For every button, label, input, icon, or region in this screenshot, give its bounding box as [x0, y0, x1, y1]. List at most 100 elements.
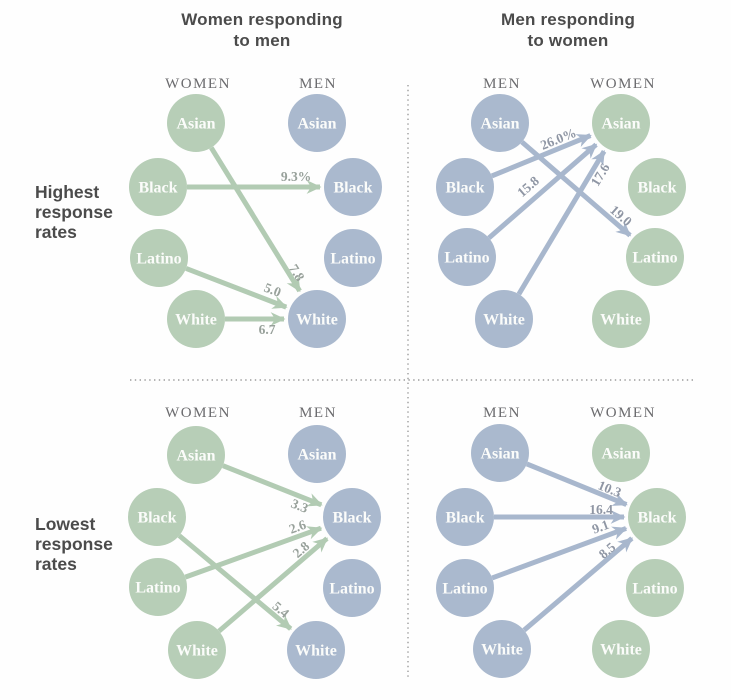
- node-label: Latino: [330, 251, 375, 268]
- node-men-to-women-lowest-w-asian: [592, 424, 650, 482]
- arrow-value-label: 5.0: [262, 280, 283, 300]
- node-label: Asian: [601, 446, 640, 463]
- arrow-value-label: 19.0: [607, 202, 635, 229]
- node-label: Black: [137, 510, 176, 527]
- node-label: White: [176, 643, 218, 660]
- node-label: Black: [445, 510, 484, 527]
- column-label: MEN: [299, 76, 337, 92]
- node-women-to-men-highest-m-asian: [288, 94, 346, 152]
- node-label: Latino: [442, 581, 487, 598]
- node-label: Asian: [480, 116, 519, 133]
- node-men-to-women-highest-m-asian: [471, 94, 529, 152]
- node-men-to-women-lowest-w-latino: [626, 559, 684, 617]
- column-label: WOMEN: [590, 76, 656, 92]
- arrow-value-label: 8.5: [596, 539, 619, 561]
- arrow-m-asian-to-w-latino: [520, 140, 632, 238]
- node-women-to-men-highest-w-white: [167, 290, 225, 348]
- node-label: White: [175, 312, 217, 329]
- node-men-to-women-highest-w-white: [592, 290, 650, 348]
- node-label: White: [600, 312, 642, 329]
- node-women-to-men-lowest-m-latino: [323, 559, 381, 617]
- node-men-to-women-highest-w-latino: [626, 228, 684, 286]
- arrow-value-label: 5.4: [270, 598, 293, 620]
- column-label: WOMEN: [165, 76, 231, 92]
- arrow-m-latino-to-w-asian: [487, 142, 598, 240]
- node-women-to-men-highest-w-black: [129, 158, 187, 216]
- node-women-to-men-highest-w-asian: [167, 94, 225, 152]
- node-women-to-men-lowest-w-black: [128, 488, 186, 546]
- arrow-w-black-to-m-white: [177, 533, 293, 631]
- node-men-to-women-lowest-m-white: [473, 620, 531, 678]
- node-men-to-women-lowest-m-latino: [436, 559, 494, 617]
- column-label: MEN: [483, 405, 521, 421]
- arrow-value-label: 3.3: [289, 496, 310, 516]
- node-label: Asian: [176, 116, 215, 133]
- column-label: MEN: [299, 405, 337, 421]
- node-label: White: [295, 643, 337, 660]
- arrow-w-white-to-m-black: [217, 536, 329, 634]
- arrow-w-asian-to-m-white: [209, 146, 302, 293]
- node-men-to-women-lowest-w-white: [592, 620, 650, 678]
- arrow-value-label: 2.8: [290, 538, 313, 561]
- arrow-m-asian-to-w-black: [525, 461, 628, 507]
- arrow-value-label: 2.6: [287, 517, 308, 537]
- node-women-to-men-highest-w-latino: [130, 229, 188, 287]
- node-men-to-women-lowest-m-black: [436, 488, 494, 546]
- node-women-to-men-lowest-m-asian: [288, 425, 346, 483]
- row-label-highest: Highest response rates: [35, 182, 113, 242]
- node-label: White: [481, 642, 523, 659]
- row-label-lowest: Lowest response rates: [35, 514, 113, 574]
- node-label: Black: [333, 180, 372, 197]
- node-label: White: [483, 312, 525, 329]
- arrow-value-label: 17.6: [588, 160, 613, 188]
- arrow-value-label: 16.4: [589, 502, 613, 517]
- node-men-to-women-highest-m-black: [436, 158, 494, 216]
- node-label: Latino: [632, 250, 677, 267]
- arrow-value-label: 7.8: [286, 261, 308, 283]
- node-label: Black: [637, 510, 676, 527]
- node-label: Latino: [444, 250, 489, 267]
- arrow-m-white-to-w-asian: [516, 150, 607, 296]
- node-men-to-women-highest-m-white: [475, 290, 533, 348]
- node-label: Latino: [135, 580, 180, 597]
- node-women-to-men-lowest-m-black: [323, 488, 381, 546]
- column-label: WOMEN: [590, 405, 656, 421]
- arrow-m-latino-to-w-black: [491, 526, 628, 581]
- node-men-to-women-highest-m-latino: [438, 228, 496, 286]
- arrow-value-label: 6.7: [259, 322, 276, 337]
- node-label: White: [296, 312, 338, 329]
- node-women-to-men-lowest-w-asian: [167, 426, 225, 484]
- node-label: Black: [637, 180, 676, 197]
- arrow-w-latino-to-m-black: [184, 525, 323, 580]
- column-label: MEN: [483, 76, 521, 92]
- column-label: WOMEN: [165, 405, 231, 421]
- node-label: Black: [445, 180, 484, 197]
- arrow-value-label: 9.3%: [281, 169, 311, 184]
- node-women-to-men-lowest-m-white: [287, 621, 345, 679]
- node-women-to-men-highest-m-black: [324, 158, 382, 216]
- arrow-w-asian-to-m-black: [222, 463, 323, 508]
- node-women-to-men-highest-m-white: [288, 290, 346, 348]
- arrow-value-label: 9.1: [590, 517, 611, 537]
- node-men-to-women-highest-w-black: [628, 158, 686, 216]
- node-women-to-men-lowest-w-white: [168, 621, 226, 679]
- node-label: Latino: [632, 581, 677, 598]
- node-label: Asian: [297, 447, 336, 464]
- node-label: Latino: [136, 251, 181, 268]
- panel-title-men-responding: Men responding to women: [500, 10, 636, 50]
- node-label: Asian: [480, 446, 519, 463]
- panel-title-women-responding: Women responding to men: [181, 10, 343, 50]
- node-women-to-men-highest-m-latino: [324, 229, 382, 287]
- arrow-m-white-to-w-black: [522, 536, 634, 633]
- node-men-to-women-highest-w-asian: [592, 94, 650, 152]
- arrow-w-latino-to-m-white: [185, 266, 288, 310]
- node-label: White: [600, 642, 642, 659]
- node-label: Black: [332, 510, 371, 527]
- node-women-to-men-lowest-w-latino: [129, 558, 187, 616]
